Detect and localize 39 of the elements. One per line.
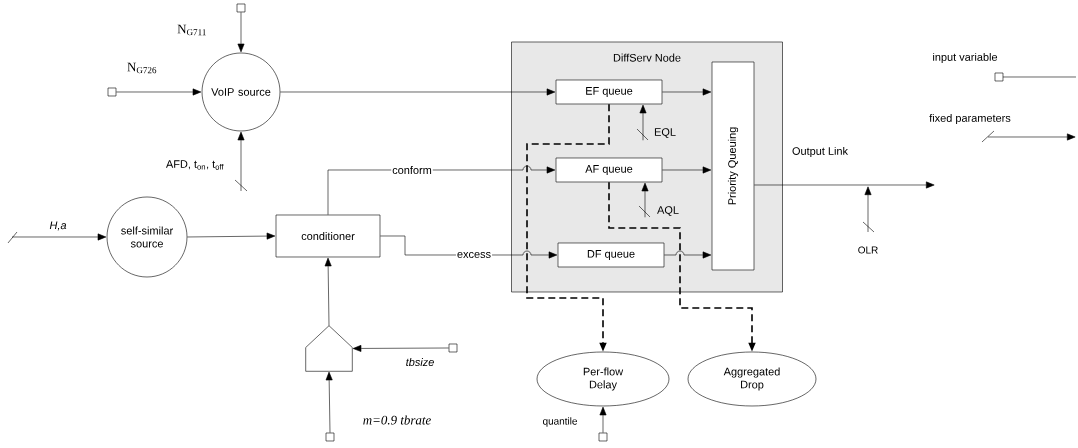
arrow [324, 257, 332, 326]
variable-label: N$_{G711}$ [177, 24, 206, 36]
arrow [234, 131, 248, 192]
process-box: AF queue [555, 157, 663, 183]
variable-label: OLR [858, 246, 878, 254]
input-terminal [598, 432, 608, 442]
arrow [638, 182, 651, 218]
edge-label: EQL [654, 128, 676, 138]
variable-label: quantile [543, 417, 577, 427]
arrow [352, 345, 449, 352]
edge-label: AQL [657, 206, 679, 216]
variable-label: m=0.9 tbrate [363, 415, 431, 425]
arrow [664, 250, 712, 259]
process-box: DF queue [557, 242, 665, 268]
arrow [116, 88, 202, 96]
arrow [237, 12, 245, 53]
input-terminal [236, 3, 246, 13]
variable-label: N$_{G726}$ [127, 62, 157, 74]
edge-label: conform [391, 164, 433, 175]
arrow [280, 88, 556, 96]
process-box: Priority Queuing [711, 61, 755, 271]
legend-label: input variable [933, 52, 998, 64]
edge-label: AFD, t$_{on}$, t$_{off}$ [165, 160, 224, 170]
arrow [662, 166, 712, 174]
edge-label: Output Link [792, 146, 849, 158]
edge-label: H,a [49, 221, 67, 231]
arrow [636, 104, 649, 141]
arrow [662, 88, 712, 96]
arrow [754, 181, 935, 189]
arrow [187, 232, 276, 240]
legend-label: fixed parameters [929, 113, 1011, 125]
edge-label: excess [455, 251, 493, 259]
arrow [7, 231, 107, 244]
arrow [599, 406, 607, 433]
variable-label: tbsize [406, 357, 434, 366]
process-box: conditioner [275, 214, 381, 258]
pentagon-symbol [305, 325, 353, 372]
arrow [325, 371, 333, 433]
process-box: EF queue [555, 79, 663, 105]
